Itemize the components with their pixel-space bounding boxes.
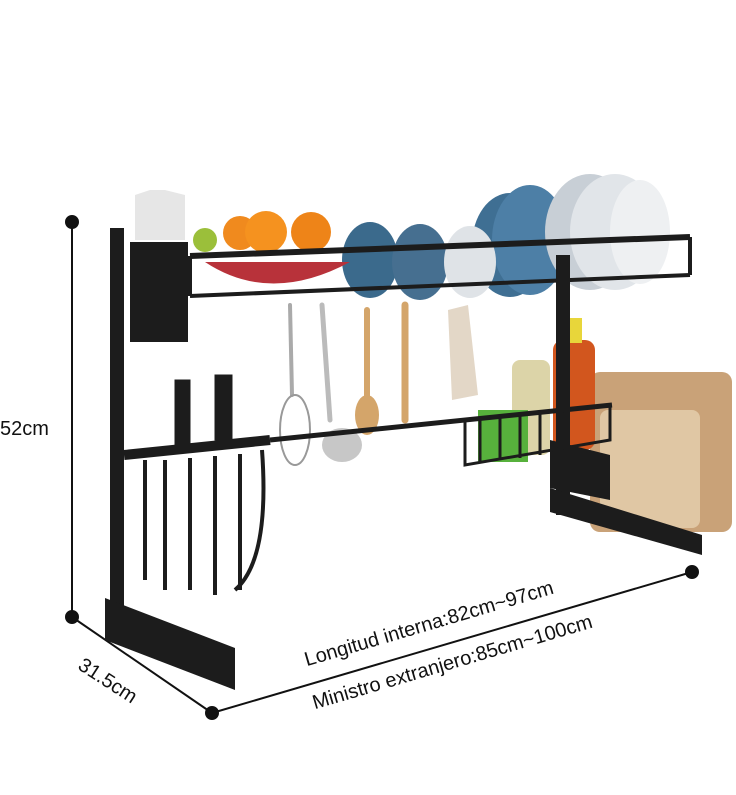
- length-line: [211, 571, 693, 714]
- rack-frame: [105, 228, 702, 690]
- cutting-boards: [590, 372, 732, 532]
- plates: [342, 174, 670, 300]
- fruit-bowl: [193, 211, 350, 284]
- dimension-lines: [65, 215, 699, 720]
- depth-line: [71, 616, 213, 714]
- bottles: [478, 318, 595, 462]
- utensils: [135, 190, 478, 466]
- height-label: 52cm: [0, 418, 49, 440]
